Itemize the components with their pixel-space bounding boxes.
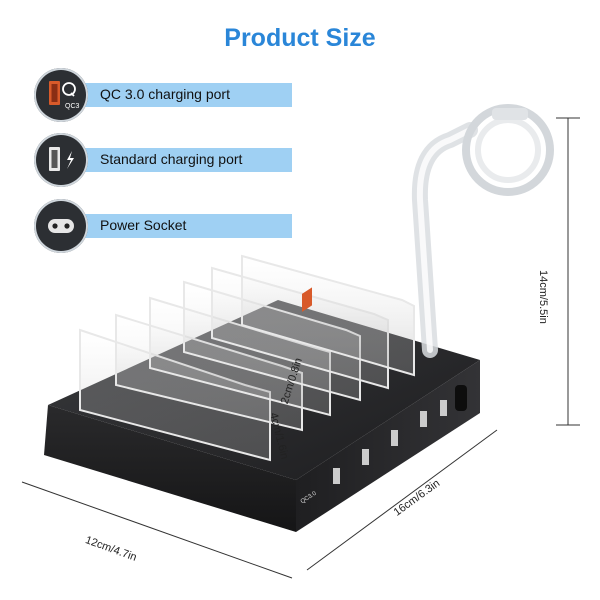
usb-port-icon (391, 430, 398, 446)
qc3-port-icon: QC3 (34, 68, 88, 122)
usb-port-icon (333, 468, 340, 484)
height-dimension-label: 14cm/5.5in (537, 270, 549, 324)
watch-stand (411, 104, 554, 358)
power-socket-icon (455, 385, 467, 411)
qc3-port-icon (302, 287, 312, 312)
power-socket-icon (34, 199, 88, 253)
usb-port-icon (34, 133, 88, 187)
dimension-lines (21, 117, 580, 579)
divider (241, 254, 415, 377)
qc3-icon-text: QC3 (65, 103, 80, 110)
usb-port-icon (420, 411, 427, 427)
feature-qc3: QC 3.0 charging port QC3 (34, 68, 292, 122)
port-row (302, 287, 467, 484)
feature-label-bar (70, 148, 292, 172)
feature-label: QC 3.0 charging port (100, 86, 230, 102)
feature-standard: Standard charging port (34, 133, 292, 187)
feature-power: Power Socket (34, 199, 292, 253)
feature-label-bar (70, 214, 292, 238)
feature-label: Power Socket (100, 217, 187, 233)
page-title: Product Size (224, 24, 376, 52)
feature-label-bar (70, 83, 292, 107)
phone-dividers (79, 254, 415, 462)
feature-label: Standard charging port (100, 151, 243, 167)
usb-port-icon (440, 400, 447, 416)
usb-port-icon (362, 449, 369, 465)
